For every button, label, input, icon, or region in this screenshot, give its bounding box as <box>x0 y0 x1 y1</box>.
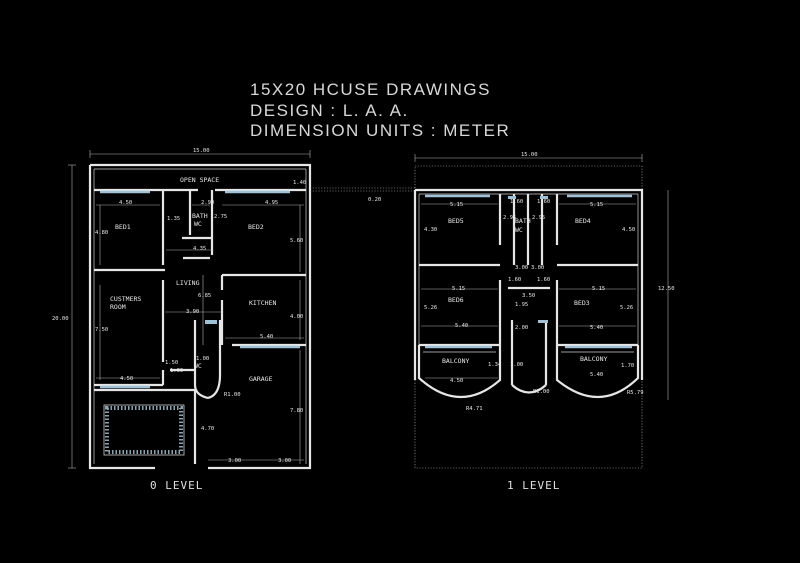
dim-label: 5.40 <box>590 372 603 378</box>
dim-label: 1.00 <box>510 362 523 368</box>
dim-label: 0.20 <box>368 197 381 203</box>
room-wc-l1: WC <box>515 226 523 234</box>
dim-label: 5.40 <box>455 323 468 329</box>
room-wc-ground: WC <box>194 362 202 370</box>
room-open-space: OPEN SPACE <box>180 176 219 184</box>
dim-label: 4.35 <box>193 246 206 252</box>
room-bed2: BED2 <box>248 223 264 231</box>
dim-label: 4.80 <box>95 230 108 236</box>
dim-label: 1.60 <box>537 277 550 283</box>
dim-label: 2.95 <box>532 215 545 221</box>
room-bed1: BED1 <box>115 223 131 231</box>
dim-label: 1.60 <box>508 277 521 283</box>
level-1-label: 1 LEVEL <box>507 479 560 492</box>
dim-label: 2.95 <box>503 215 516 221</box>
dim-label: 5.40 <box>260 334 273 340</box>
dim-label: 4.50 <box>450 378 463 384</box>
dim-label: 1.60 <box>510 199 523 205</box>
overall-width-dim: 15.00 <box>193 148 210 154</box>
room-living: LIVING <box>176 279 200 287</box>
dim-label: 4.70 <box>201 426 214 432</box>
dim-label: R5.79 <box>627 390 644 396</box>
dim-label: 1.50 <box>165 360 178 366</box>
room-balcony-right: BALCONY <box>580 355 607 363</box>
dim-label: 1.34 <box>488 362 502 368</box>
dim-label: 7.50 <box>95 327 108 333</box>
dim-label: 5.15 <box>592 286 605 292</box>
room-garage: GARAGE <box>249 375 273 383</box>
dim-label: 4.50 <box>120 376 133 382</box>
dim-label: 2.75 <box>214 214 227 220</box>
dim-label: 5.60 <box>290 238 303 244</box>
drawing-title: 15X20 HCUSE DRAWINGS <box>250 80 491 99</box>
level-0-label: 0 LEVEL <box>150 479 203 492</box>
room-bed5: BED5 <box>448 217 464 225</box>
dim-label: 5.15 <box>450 202 463 208</box>
dim-label: 4.50 <box>622 227 635 233</box>
overall-depth-dim: 20.00 <box>52 316 69 322</box>
dim-label: 3.00 <box>531 265 544 271</box>
dim-label: 4.95 <box>265 200 278 206</box>
dim-label: 4.30 <box>424 227 437 233</box>
dim-label: 1.60 <box>170 368 183 374</box>
dim-label: 5.15 <box>590 202 603 208</box>
dim-label: 4.50 <box>119 200 132 206</box>
dim-label: R1.00 <box>533 389 550 395</box>
dim-label: 3.90 <box>186 309 199 315</box>
room-kitchen: KITCHEN <box>249 299 276 307</box>
first-floor-plan: 15.00 12.50 <box>368 152 675 469</box>
dim-label: 1.70 <box>621 363 634 369</box>
dim-label: 1.00 <box>196 356 209 362</box>
ground-floor-plan: 15.00 20.00 <box>52 148 415 470</box>
room-balcony-left: BALCONY <box>442 357 469 365</box>
dim-label: 2.00 <box>515 325 528 331</box>
room-wc: WC <box>194 220 202 228</box>
l1-overall-width-dim: 15.00 <box>521 152 538 158</box>
dim-label: 5.26 <box>424 305 437 311</box>
room-bed6: BED6 <box>448 296 464 304</box>
dim-label: 2.90 <box>201 200 214 206</box>
l1-overall-depth-dim: 12.50 <box>658 286 675 292</box>
dim-label: 1.60 <box>537 199 550 205</box>
units-line: DIMENSION UNITS : METER <box>250 121 511 140</box>
dim-label: 3.00 <box>228 458 241 464</box>
room-bed4: BED4 <box>575 217 591 225</box>
designer-line: DESIGN : L. A. A. <box>250 101 409 120</box>
dim-label: 1.40 <box>293 180 306 186</box>
dim-label: 6.85 <box>198 293 211 299</box>
room-bed3: BED3 <box>574 299 590 307</box>
room-custmers-room: ROOM <box>110 303 126 311</box>
dim-label: 1.95 <box>515 302 528 308</box>
room-custmers: CUSTMERS <box>110 295 141 303</box>
dim-label: R4.71 <box>466 406 483 412</box>
room-bath: BATH <box>192 212 208 220</box>
dim-label: 4.00 <box>290 314 303 320</box>
dim-label: 5.40 <box>590 325 603 331</box>
dim-label: 3.50 <box>522 293 535 299</box>
dim-label: 1.35 <box>167 216 180 222</box>
dim-label: 3.00 <box>278 458 291 464</box>
dim-label: 5.15 <box>452 286 465 292</box>
room-bath-l1: BATH <box>515 217 531 225</box>
dim-label: R1.00 <box>224 392 241 398</box>
dim-label: 3.00 <box>515 265 528 271</box>
dim-label: 5.26 <box>620 305 633 311</box>
dim-label: 7.80 <box>290 408 303 414</box>
